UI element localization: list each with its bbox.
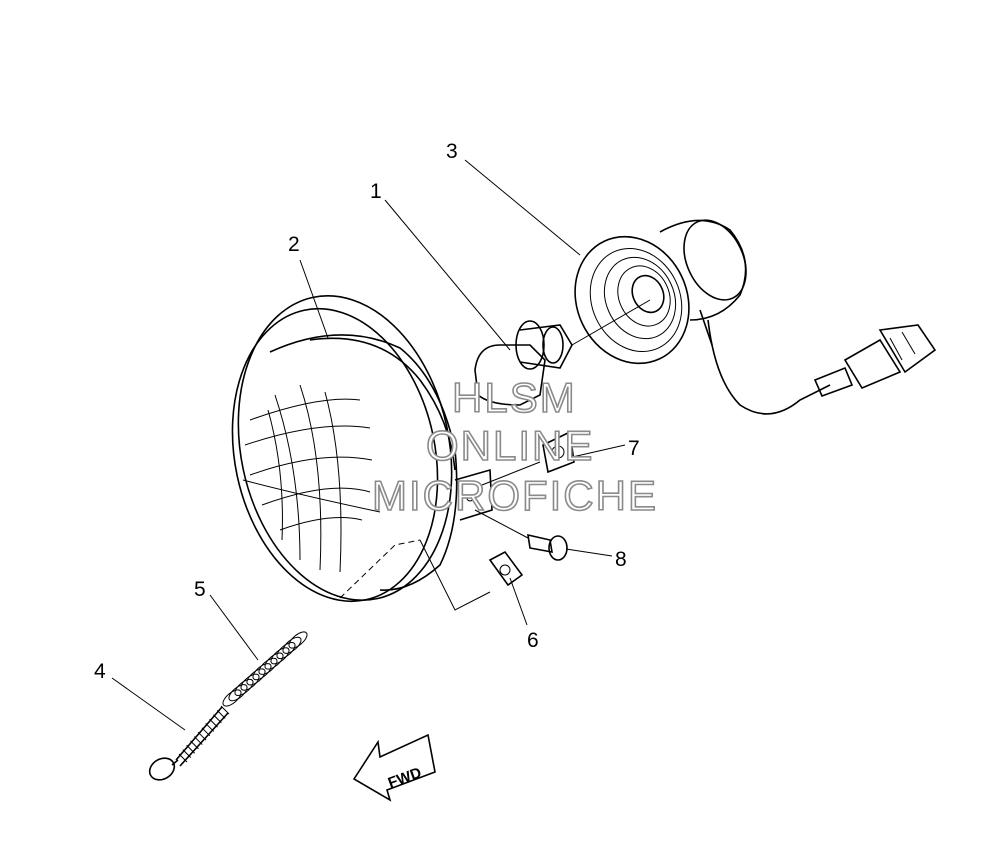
callout-4: 4 <box>94 660 106 683</box>
spring-coil <box>288 631 308 649</box>
spring-coil <box>222 689 242 707</box>
fwd-label: FWD <box>386 764 424 792</box>
callout-5: 5 <box>194 578 206 601</box>
nut-part-7 <box>542 430 575 474</box>
callout-8: 8 <box>615 548 627 571</box>
lens-pattern <box>242 384 381 573</box>
spring-coil <box>252 663 272 681</box>
spring-coil <box>276 642 296 660</box>
spring-coil <box>246 668 266 686</box>
watermark: HLSM ONLINE MICROFICHE <box>371 373 658 520</box>
watermark-line-1: HLSM <box>452 374 577 421</box>
spring-coil <box>270 647 290 665</box>
callout-6: 6 <box>527 629 539 652</box>
clip-nut-part-6 <box>488 550 524 587</box>
spring-coil <box>258 657 278 675</box>
callout-7: 7 <box>628 437 640 460</box>
callout-3: 3 <box>446 140 458 163</box>
headlight-socket-assembly <box>574 219 937 415</box>
spring-coil <box>264 652 284 670</box>
callout-2: 2 <box>288 233 300 256</box>
leader-lines <box>111 159 626 731</box>
spring-part-5 <box>222 631 308 707</box>
adjusting-screw-part-4 <box>148 705 230 781</box>
spring-coil <box>228 684 248 702</box>
forward-direction-arrow: FWD <box>352 733 436 802</box>
watermark-line-2: ONLINE <box>426 422 594 469</box>
spring-coil <box>240 673 260 691</box>
headlight-bulb <box>474 299 651 406</box>
watermark-line-3: MICROFICHE <box>372 472 658 519</box>
screw-part-8 <box>466 494 568 561</box>
callout-1: 1 <box>370 180 382 203</box>
spring-coil <box>282 636 302 654</box>
spring-coil <box>234 678 254 696</box>
